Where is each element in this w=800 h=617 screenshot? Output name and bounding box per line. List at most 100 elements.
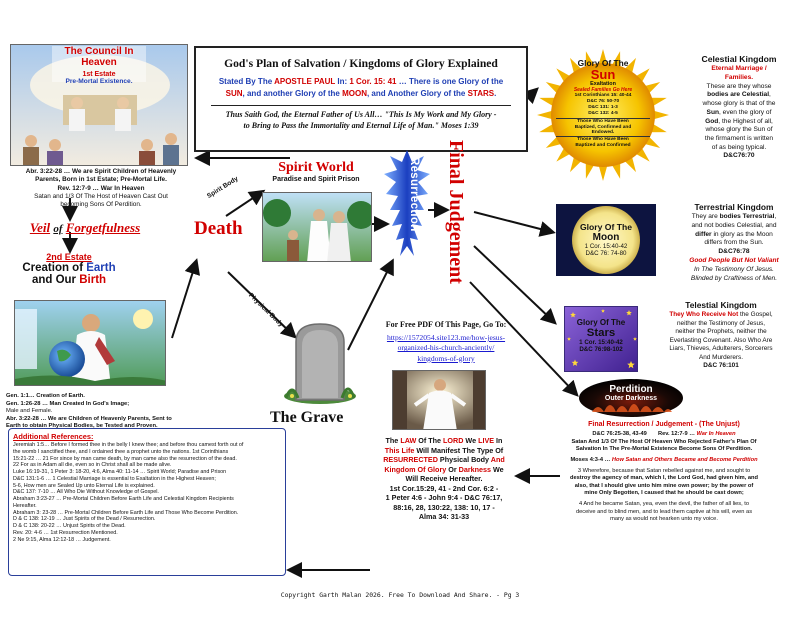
genesis-references: Gen. 1:1… Creation of Earth. Gen. 1:26-2…: [6, 393, 172, 430]
reference-line: 2 Ne 9:15, Alma 12:12-18 … Judgement.: [13, 536, 111, 543]
council-title: The Council In Heaven: [64, 46, 134, 68]
sun-who-box-1: Those Who Have Been Baptized, Confirmed …: [556, 117, 650, 136]
final-judgement-label: Final Judgement: [445, 140, 467, 284]
pdf-label: For Free PDF Of This Page, Go To:: [385, 320, 507, 329]
telestial-kingdom: Telestial Kingdom They Who Receive Not t…: [646, 300, 796, 371]
terrestrial-kingdom: Terrestrial Kingdom They are bodies Terr…: [672, 202, 796, 283]
resurrection-label: Resurrection: [408, 157, 420, 232]
reference-line: 15:21-22 … 21 For since by man came deat…: [13, 455, 237, 462]
sun-ray: [585, 51, 595, 69]
creation-of-earth: Creation of Earth: [22, 262, 116, 274]
sun-ray: [537, 110, 554, 120]
arrow-death-to-spirit: [225, 189, 266, 217]
moon-text: Glory Of The Moon 1 Cor. 15:40-42 D&C 76…: [560, 222, 652, 257]
stars-text: Glory Of The Stars 1 Cor. 15:40-42 D&C 7…: [564, 318, 638, 353]
grave-label: The Grave: [270, 409, 344, 426]
reference-line: D & C 138: 12-19 … Just Spirits of the D…: [13, 516, 156, 523]
law-of-the-lord: The LAW Of The LORD We LIVE In This Life…: [383, 436, 505, 521]
veil-of-forgetfulness: Veil of Forgetfulness: [29, 220, 141, 235]
arrow-judgement-to-moon: [473, 211, 556, 237]
celestial-kingdom: Celestial Kingdom Eternal Marriage / Fam…: [682, 54, 796, 161]
reference-line: Abraham 3:23-27 … Pre-Mortal Children Be…: [13, 496, 234, 502]
sun-ray: [611, 161, 621, 179]
perdition-title: Perdition: [609, 384, 653, 395]
reference-line: Jeremiah 1:5… Before I formed thee in th…: [13, 442, 244, 448]
glory-of-the-moon: [556, 204, 656, 276]
perdition-text: Perdition Outer Darkness: [578, 384, 684, 402]
terrestrial-title: Terrestrial Kingdom: [694, 202, 774, 212]
pdf-link-block: For Free PDF Of This Page, Go To: https:…: [362, 320, 530, 364]
reference-line: Luke 16:19-31, 1 Peter 3: 18-20, 4:6, Al…: [13, 469, 227, 475]
additional-references-title: Additional References:: [13, 432, 94, 441]
sun-who-box-2: Those Who Have Been Baptized and Confirm…: [556, 136, 650, 149]
sun-ray: [649, 123, 667, 133]
sun-name: Sun: [590, 67, 616, 82]
council-text: Abr. 3:22-28 … We are Spirit Children of…: [25, 168, 177, 209]
council-estate: 1st Estate: [82, 71, 116, 78]
additional-references-box: Additional References: Jeremiah 1:5… Bef…: [8, 428, 286, 576]
spirit-world-heading: Spirit World Paradise and Spirit Prison: [256, 160, 376, 183]
sun-exaltation: Exaltation: [590, 81, 616, 87]
spirit-world-image: [262, 192, 372, 262]
sun-references: 1st Corinthians 15: 40-44 D&C 76: 50-70 …: [574, 93, 632, 116]
reference-line: D&C 137: 7-10 … All Who Die Without Know…: [13, 489, 159, 496]
star-shape: [626, 310, 632, 316]
sun-ray: [611, 51, 621, 69]
sun-ray: [585, 161, 595, 179]
sun-ray: [598, 49, 608, 66]
risen-jesus-image: [392, 370, 486, 430]
sun-glory-label: Glory Of The: [577, 58, 629, 68]
perdition-badge: [578, 378, 684, 418]
spirit-world-title: Spirit World: [278, 160, 354, 175]
council-subtitle: Pre-Mortal Existence.: [65, 78, 133, 85]
arrow-birth-to-death: [171, 258, 201, 339]
celestial-title: Celestial Kingdom: [701, 54, 777, 64]
moses-quote: Thus Saith God, the Eternal Father of Us…: [225, 110, 497, 130]
arrow-judgement-to-perdition: [469, 281, 579, 397]
reference-line: 22 For as in Adam all die, even so in Ch…: [13, 462, 172, 469]
page-title: God's Plan of Salvation / Kingdoms of Gl…: [224, 57, 498, 70]
pdf-link[interactable]: https://1572054.site123.me/how-jesus- or…: [386, 333, 506, 363]
star-shape: [567, 337, 571, 341]
telestial-title: Telestial Kingdom: [685, 300, 757, 310]
arrow-grave-to-resurrection: [347, 258, 394, 351]
council-in-heaven-image: [10, 44, 188, 166]
resurrection-burst: [384, 150, 430, 274]
title-box: God's Plan of Salvation / Kingdoms of Gl…: [194, 46, 528, 152]
spirit-world-subtitle: Paradise and Spirit Prison: [272, 176, 360, 183]
perdition-subtitle: Outer Darkness: [604, 395, 658, 402]
reference-line: D&C 131:1-6 … 1 Celestial Marriage is es…: [13, 475, 216, 482]
sun-ray: [539, 97, 557, 107]
sun-ray: [652, 110, 669, 120]
reference-line: the womb I sanctified thee, and I ordain…: [13, 448, 229, 455]
arrow-judgement-to-stars: [473, 245, 557, 325]
arrow-death-to-grave: [227, 271, 297, 339]
reference-line: D & C 138: 20-22 … Unjust Spirits of the…: [13, 523, 126, 529]
star-shape: [633, 337, 637, 341]
sun-sealed-families: Sealed Families Go Here: [573, 87, 633, 93]
stars-glory-label: Glory Of The: [576, 318, 626, 327]
jesus-earth-image: [14, 300, 166, 386]
footer-copyright: Copyright Garth Malan 2026. Free To Down…: [280, 591, 520, 599]
grave-image: [282, 320, 358, 404]
sun-ray: [649, 97, 667, 107]
council-title-banner: The Council In Heaven 1st Estate Pre-Mor…: [52, 46, 146, 85]
glory-of-the-stars: [564, 306, 638, 372]
stars-name: Stars: [586, 327, 616, 339]
star-shape: [570, 312, 576, 318]
and-our-birth: and Our Birth: [31, 274, 107, 286]
final-resurrection-unjust: Final Resurrection / Judgement - (The Un…: [588, 421, 740, 428]
second-estate: 2nd Estate Creation of Earth and Our Bir…: [14, 252, 124, 286]
moon-glory-label: Glory Of The: [579, 222, 633, 232]
sun-ray: [539, 123, 557, 133]
reference-line: Rev. 20: 4-6 … 1st Resurrection Mentione…: [13, 529, 118, 536]
additional-references-list: Jeremiah 1:5… Before I formed thee in th…: [13, 442, 281, 543]
star-shape: [601, 309, 605, 313]
star-shape: [571, 359, 579, 366]
perdition-description: Final Resurrection / Judgement - (The Un…: [532, 420, 796, 524]
reference-line: Hereafter.: [13, 502, 37, 509]
apostle-paul-statement: Stated By The APOSTLE PAUL In: 1 Cor. 15…: [218, 77, 504, 98]
sun-text: Glory Of The Sun Exaltation Sealed Famil…: [556, 58, 650, 149]
sun-ray: [598, 164, 608, 181]
title-divider: [211, 105, 511, 107]
